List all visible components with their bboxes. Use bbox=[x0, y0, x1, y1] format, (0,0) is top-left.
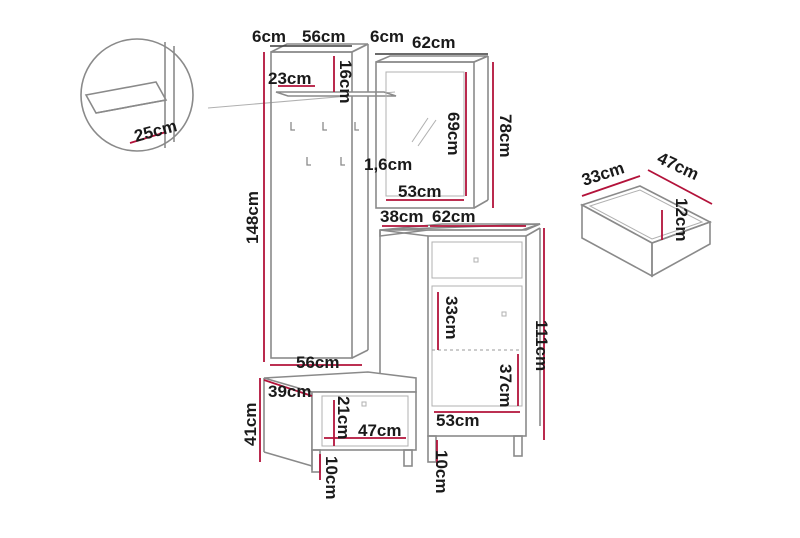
label-cabinet-leg: 10cm bbox=[432, 450, 451, 493]
drawer-depth-line bbox=[581, 175, 641, 197]
bench bbox=[259, 371, 417, 480]
drawer-knob bbox=[473, 257, 479, 263]
label-bench-height: 41cm bbox=[241, 403, 260, 446]
bench-drawer bbox=[321, 395, 409, 447]
label-shelf-depth: 23cm bbox=[268, 69, 311, 88]
hook bbox=[340, 157, 345, 166]
label-cabinet-height: 111cm bbox=[532, 320, 551, 371]
hook bbox=[306, 157, 311, 166]
label-mirror-top-left: 6cm bbox=[370, 27, 404, 46]
hat-shelf bbox=[275, 91, 397, 97]
cabinet-drawer bbox=[431, 241, 523, 279]
label-bench-depth: 39cm bbox=[268, 382, 311, 401]
label-panel-width: 56cm bbox=[302, 27, 345, 46]
label-drawer-height: 12cm bbox=[672, 198, 691, 241]
label-cabinet-inner-width: 53cm bbox=[436, 411, 479, 430]
label-bench-drawer-height: 21cm bbox=[334, 396, 353, 439]
hook bbox=[354, 122, 359, 131]
label-shelf-height: 16cm bbox=[336, 60, 355, 103]
hook bbox=[322, 122, 327, 131]
drawer-detail bbox=[579, 169, 713, 278]
label-cabinet-lower-opening: 37cm bbox=[496, 364, 515, 407]
label-cabinet-depth: 38cm bbox=[380, 207, 423, 226]
label-mirror-width: 62cm bbox=[412, 33, 455, 52]
shelf-detail-zoom bbox=[80, 38, 396, 152]
cabinet-leg bbox=[427, 435, 437, 463]
mirror-glass bbox=[385, 71, 465, 197]
label-mirror-glass-width: 53cm bbox=[398, 182, 441, 201]
mirror bbox=[375, 53, 494, 209]
coat-panel bbox=[263, 43, 397, 366]
zoom-depth-line bbox=[129, 131, 167, 144]
label-mirror-height: 78cm bbox=[496, 114, 515, 157]
panel-body bbox=[270, 51, 353, 359]
label-panel-thickness: 1,6cm bbox=[364, 155, 412, 174]
cabinet-opening bbox=[431, 285, 523, 407]
mirror-frame bbox=[375, 61, 475, 209]
label-panel-bottom-width: 56cm bbox=[296, 353, 339, 372]
bench-leg bbox=[403, 449, 413, 467]
cabinet bbox=[379, 223, 545, 466]
hook bbox=[290, 122, 295, 131]
bench-leg bbox=[311, 449, 321, 473]
cabinet-leg bbox=[513, 435, 523, 457]
label-drawer-width: 47cm bbox=[654, 148, 701, 184]
label-cabinet-opening-height: 33cm bbox=[442, 296, 461, 339]
cabinet-front bbox=[427, 235, 527, 437]
label-bench-drawer-width: 47cm bbox=[358, 421, 401, 440]
drawer-front bbox=[581, 203, 653, 278]
dimension-labels: 6cm 56cm 6cm 62cm 23cm 16cm 25cm 69cm 78… bbox=[132, 27, 702, 499]
label-panel-height: 148cm bbox=[243, 191, 262, 244]
label-drawer-depth: 33cm bbox=[579, 158, 626, 190]
label-mirror-glass-height: 69cm bbox=[444, 112, 463, 155]
label-panel-top-left: 6cm bbox=[252, 27, 286, 46]
label-cabinet-width: 62cm bbox=[432, 207, 475, 226]
label-bench-leg: 10cm bbox=[322, 456, 341, 499]
bench-top bbox=[263, 371, 417, 393]
